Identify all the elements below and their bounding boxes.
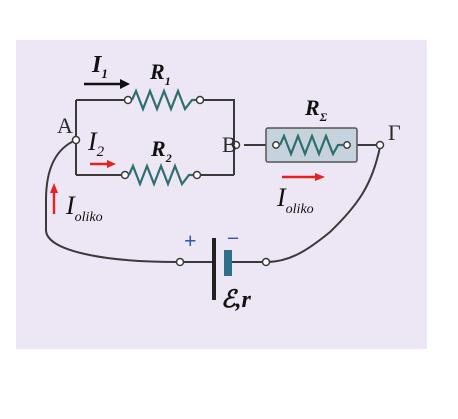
label-battery-minus: –: [227, 226, 239, 248]
label-i-total-right-sub: oliko: [286, 202, 314, 217]
r2-terminal-left: [120, 170, 130, 180]
label-r3: RΣ: [304, 95, 328, 124]
r2-zigzag: [127, 162, 194, 188]
battery-terminal-right: [261, 257, 271, 267]
r1-terminal-right: [195, 95, 205, 105]
r1-terminal-left: [123, 95, 133, 105]
battery-terminal-left: [175, 257, 185, 267]
battery: [175, 238, 271, 300]
label-i1: I1: [91, 52, 108, 81]
resistor-r1: [123, 87, 205, 113]
r2-terminal-right: [192, 170, 202, 180]
label-r3-sub: Σ: [319, 110, 328, 124]
wires: [45, 99, 381, 263]
arrow-i2: [90, 160, 116, 168]
label-r1-sub: 1: [165, 74, 171, 88]
arrow-i1: [84, 79, 130, 89]
label-r2-sub: 2: [165, 151, 172, 165]
r3-terminal-right: [343, 141, 351, 149]
label-i1-sub: 1: [101, 66, 108, 81]
r3-zigzag: [278, 132, 343, 158]
battery-long-plate: [212, 238, 216, 300]
label-battery-emf: ℰ,r: [221, 287, 252, 313]
label-battery-plus: +: [184, 228, 197, 253]
arrow-i-total-right: [282, 173, 325, 181]
label-i-total-right: Ioliko: [276, 183, 314, 217]
diagram-background: [16, 40, 427, 349]
resistor-r2: [120, 162, 202, 188]
label-node-a: A: [57, 113, 73, 138]
label-i2: I2: [87, 127, 105, 160]
node-a-terminal: [71, 135, 81, 145]
label-r1: R1: [149, 59, 171, 88]
label-node-gamma: Γ: [388, 120, 401, 145]
label-i2-sub: 2: [97, 144, 105, 160]
node-gamma-terminal: [375, 140, 385, 150]
label-i-total-left: Ioliko: [65, 191, 103, 225]
r1-zigzag: [130, 87, 197, 113]
resistor-r3: [265, 127, 358, 163]
label-r2: R2: [150, 136, 172, 165]
label-i-total-left-sub: oliko: [75, 210, 103, 225]
battery-short-plate: [224, 250, 232, 276]
arrow-i-total-left: [50, 183, 58, 214]
r3-terminal-left: [272, 141, 280, 149]
label-node-b: B: [222, 132, 237, 157]
